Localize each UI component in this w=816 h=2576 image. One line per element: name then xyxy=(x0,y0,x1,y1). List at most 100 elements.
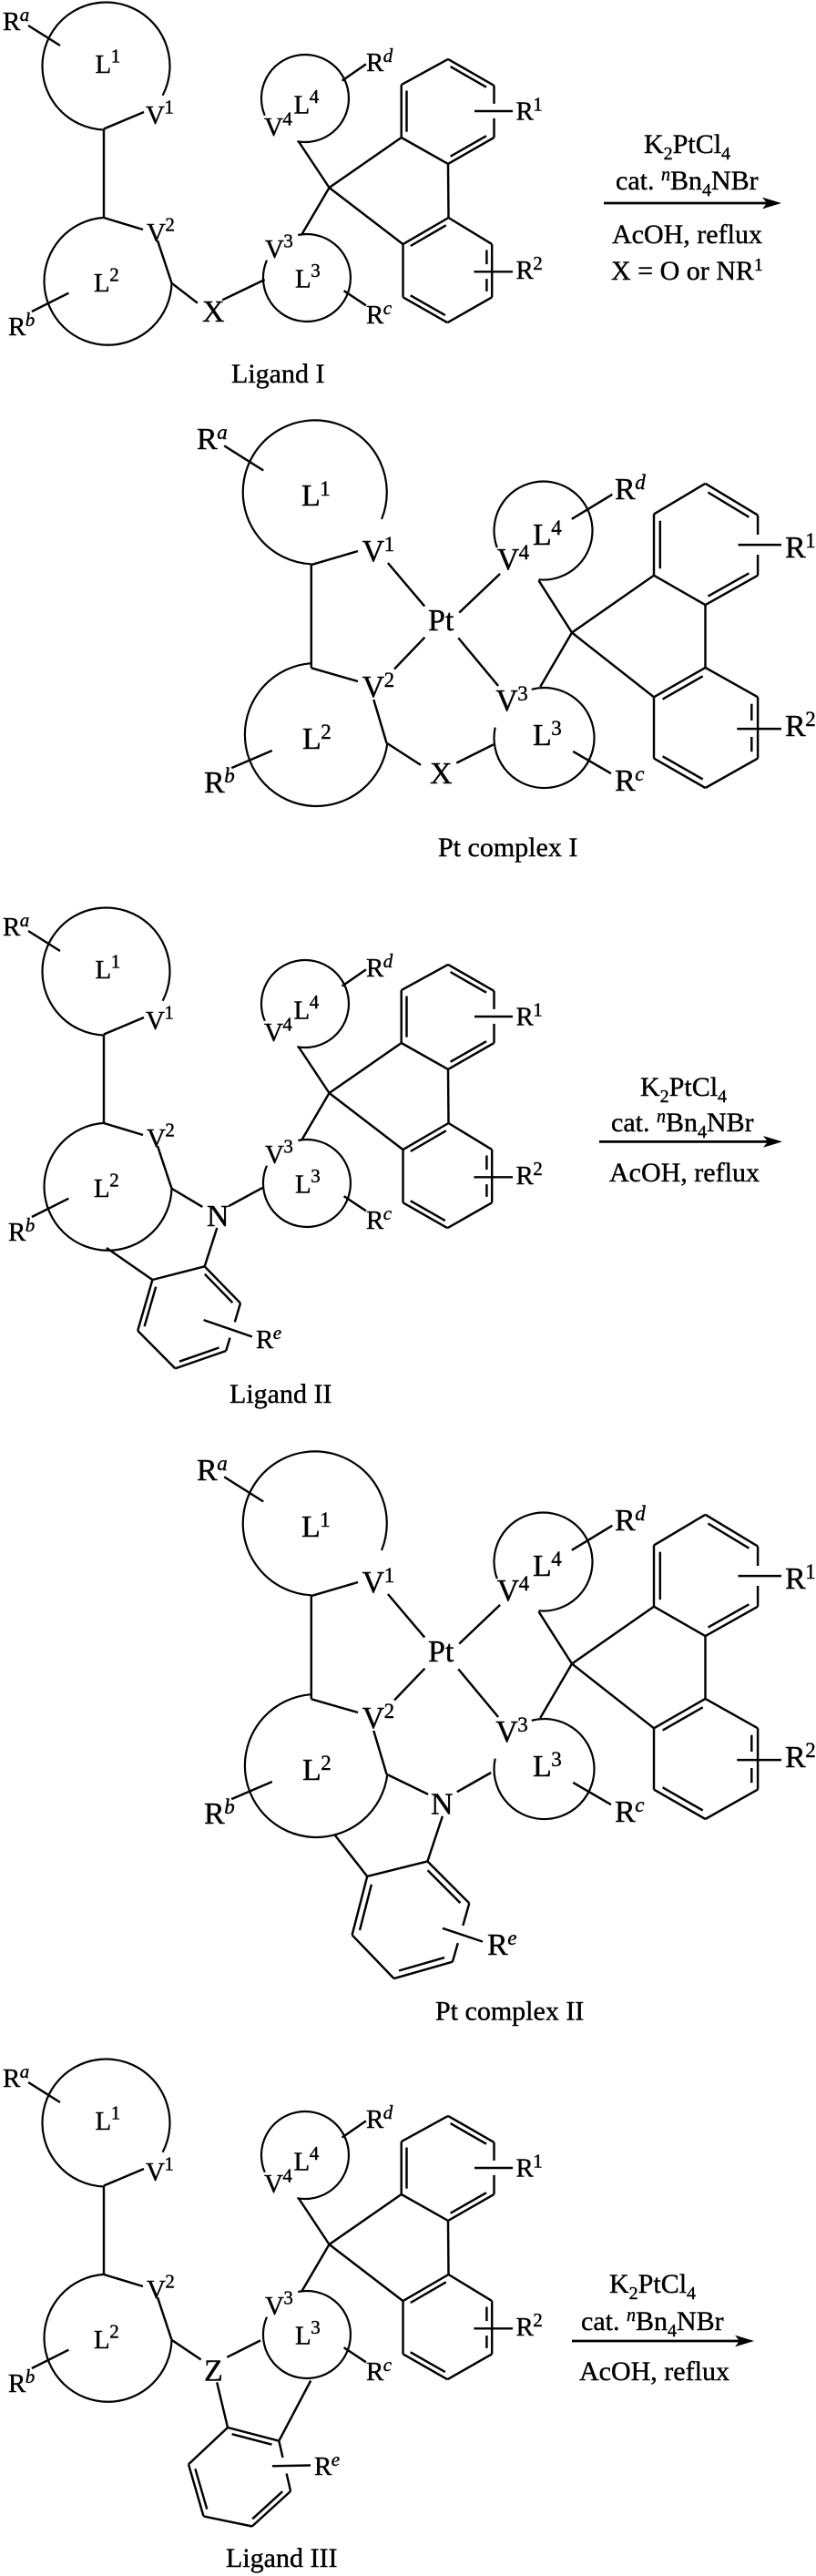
svg-text:3: 3 xyxy=(517,682,528,705)
svg-text:4: 4 xyxy=(519,1572,530,1595)
svg-text:3: 3 xyxy=(517,1713,528,1736)
svg-text:1: 1 xyxy=(533,999,543,1021)
svg-text:a: a xyxy=(217,421,228,444)
svg-text:L: L xyxy=(294,91,311,120)
svg-text:L: L xyxy=(533,1750,552,1784)
svg-text:b: b xyxy=(224,764,235,787)
svg-text:L: L xyxy=(294,997,311,1026)
svg-text:c: c xyxy=(635,1794,644,1816)
svg-text:V: V xyxy=(147,219,166,248)
svg-text:R: R xyxy=(3,2064,21,2093)
svg-text:2: 2 xyxy=(805,1739,816,1762)
svg-text:4: 4 xyxy=(282,108,292,130)
svg-text:AcOH, reflux: AcOH, reflux xyxy=(609,1158,760,1188)
svg-text:X = O or NR1: X = O or NR1 xyxy=(611,255,763,286)
svg-text:AcOH, reflux: AcOH, reflux xyxy=(612,220,762,250)
svg-text:2: 2 xyxy=(165,2271,175,2293)
svg-text:R: R xyxy=(516,256,535,285)
svg-text:X: X xyxy=(202,295,225,329)
svg-text:cat. nBn4NBr: cat. nBn4NBr xyxy=(581,2305,724,2341)
svg-text:V: V xyxy=(497,543,520,577)
svg-text:a: a xyxy=(20,2060,30,2082)
svg-text:e: e xyxy=(332,2448,340,2470)
svg-text:L: L xyxy=(94,269,110,298)
svg-text:a: a xyxy=(217,1452,228,1475)
svg-text:L: L xyxy=(96,956,112,985)
svg-text:V: V xyxy=(146,101,165,130)
svg-text:L: L xyxy=(295,2322,311,2351)
svg-text:a: a xyxy=(20,4,30,26)
svg-text:2: 2 xyxy=(384,669,395,691)
svg-text:K2PtCl4: K2PtCl4 xyxy=(640,1072,727,1107)
svg-text:2: 2 xyxy=(109,2321,119,2343)
svg-text:V: V xyxy=(495,1715,518,1749)
svg-text:L: L xyxy=(295,1170,311,1200)
svg-text:4: 4 xyxy=(551,1548,562,1570)
svg-text:V: V xyxy=(146,2158,165,2187)
svg-text:L: L xyxy=(96,50,112,79)
svg-text:3: 3 xyxy=(311,2316,321,2338)
svg-text:1: 1 xyxy=(805,529,816,552)
svg-text:4: 4 xyxy=(310,991,320,1013)
svg-text:K2PtCl4: K2PtCl4 xyxy=(609,2269,696,2304)
svg-text:R: R xyxy=(516,2154,535,2183)
svg-text:2: 2 xyxy=(165,214,175,236)
svg-text:3: 3 xyxy=(283,230,293,252)
svg-text:Pt: Pt xyxy=(428,1635,454,1669)
svg-text:Ligand I: Ligand I xyxy=(231,359,324,389)
svg-text:2: 2 xyxy=(109,264,119,286)
svg-text:R: R xyxy=(516,2313,535,2342)
svg-text:N: N xyxy=(207,1200,230,1233)
svg-text:1: 1 xyxy=(384,533,395,556)
svg-text:3: 3 xyxy=(283,2287,293,2309)
svg-text:L: L xyxy=(94,2326,110,2355)
svg-text:R: R xyxy=(204,1797,225,1831)
svg-text:R: R xyxy=(366,1206,384,1235)
svg-text:d: d xyxy=(383,950,393,972)
svg-text:a: a xyxy=(20,909,30,931)
svg-text:Pt complex I: Pt complex I xyxy=(438,833,577,863)
svg-text:c: c xyxy=(383,2354,393,2376)
svg-text:2: 2 xyxy=(165,1119,175,1141)
svg-text:e: e xyxy=(273,1322,281,1344)
svg-text:V: V xyxy=(265,1140,284,1170)
svg-text:1: 1 xyxy=(384,1564,395,1587)
svg-text:d: d xyxy=(383,45,393,66)
svg-text:d: d xyxy=(383,2101,393,2123)
svg-text:V: V xyxy=(495,684,518,718)
svg-text:R: R xyxy=(785,1562,806,1596)
svg-text:2: 2 xyxy=(533,1158,543,1180)
svg-text:L: L xyxy=(533,518,552,552)
svg-text:d: d xyxy=(635,1502,646,1525)
svg-text:R: R xyxy=(366,2105,384,2134)
svg-text:1: 1 xyxy=(164,2153,174,2175)
svg-text:Pt complex II: Pt complex II xyxy=(435,1997,584,2027)
svg-text:R: R xyxy=(516,1003,535,1032)
svg-text:Pt: Pt xyxy=(428,604,454,638)
svg-text:4: 4 xyxy=(519,541,530,564)
svg-text:R: R xyxy=(615,1795,636,1829)
svg-text:1: 1 xyxy=(111,951,121,973)
svg-text:R: R xyxy=(785,1741,806,1774)
svg-text:L: L xyxy=(96,2107,112,2136)
svg-text:V: V xyxy=(497,1574,520,1608)
svg-text:c: c xyxy=(383,1202,393,1224)
svg-text:2: 2 xyxy=(384,1700,395,1722)
svg-text:3: 3 xyxy=(311,260,321,281)
svg-text:c: c xyxy=(383,297,393,319)
svg-text:V: V xyxy=(147,1124,166,1153)
svg-text:R: R xyxy=(366,48,384,77)
svg-text:3: 3 xyxy=(551,1748,562,1771)
svg-text:R: R xyxy=(615,1504,636,1538)
svg-text:V: V xyxy=(146,1007,165,1036)
svg-text:V: V xyxy=(264,113,283,142)
svg-text:N: N xyxy=(431,1788,454,1822)
svg-text:b: b xyxy=(26,309,36,331)
svg-text:L: L xyxy=(301,479,321,513)
svg-text:AcOH, reflux: AcOH, reflux xyxy=(579,2356,729,2387)
svg-text:2: 2 xyxy=(805,708,816,731)
svg-text:R: R xyxy=(516,97,535,127)
svg-text:1: 1 xyxy=(164,1002,174,1024)
svg-text:R: R xyxy=(8,1218,26,1247)
svg-text:cat. nBn4NBr: cat. nBn4NBr xyxy=(616,165,759,200)
